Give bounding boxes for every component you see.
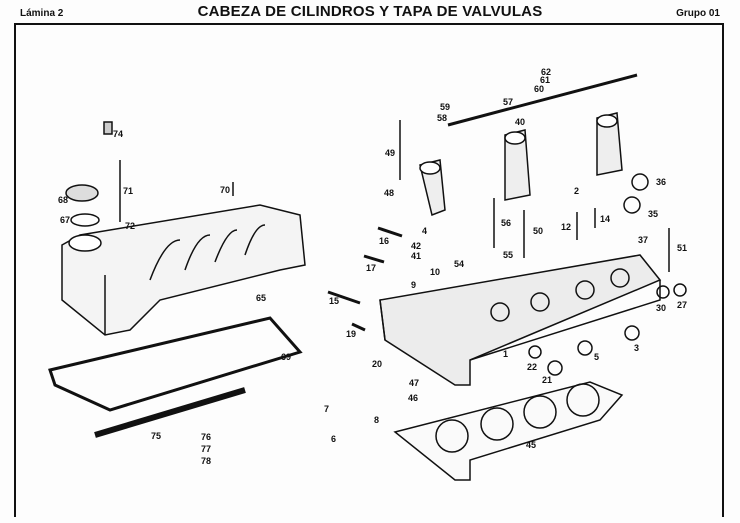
part-callout: 50 xyxy=(533,226,544,236)
plugs xyxy=(528,173,687,376)
part-callout: 40 xyxy=(515,117,526,127)
part-callout: 62 xyxy=(541,67,552,77)
part-callout: 35 xyxy=(648,209,659,219)
page-title: CABEZA DE CILINDROS Y TAPA DE VALVULAS xyxy=(197,3,543,20)
part-callout: 8 xyxy=(374,415,380,425)
part-callout: 36 xyxy=(656,177,667,187)
part-callout: 30 xyxy=(656,303,667,313)
valve-cover-gasket xyxy=(48,316,303,412)
part-callout: 14 xyxy=(600,214,611,224)
part-callout: 65 xyxy=(256,293,267,303)
part-callout: 51 xyxy=(677,243,688,253)
part-callout: 76 xyxy=(201,432,212,442)
part-callout: 22 xyxy=(527,362,538,372)
part-callout: 71 xyxy=(123,186,134,196)
part-callout: 59 xyxy=(440,102,451,112)
bolts xyxy=(103,121,234,222)
part-callout: 60 xyxy=(534,84,545,94)
sheet-number: Lámina 2 xyxy=(20,8,64,19)
valve-cover xyxy=(61,204,306,336)
part-callout: 67 xyxy=(60,215,71,225)
part-callout: 70 xyxy=(220,185,231,195)
part-callout: 61 xyxy=(540,75,551,85)
part-callout: 5 xyxy=(594,352,600,362)
diagram-frame xyxy=(14,23,724,517)
group-number: Grupo 01 xyxy=(676,8,720,19)
part-callout: 7 xyxy=(324,404,330,414)
camshaft-bearings xyxy=(419,112,623,217)
studs xyxy=(399,120,670,272)
part-callout: 15 xyxy=(329,296,340,306)
part-callout: 41 xyxy=(411,251,422,261)
part-callout: 45 xyxy=(526,440,537,450)
part-callout: 37 xyxy=(638,235,649,245)
rod-57 xyxy=(447,73,638,127)
part-callout: 42 xyxy=(411,241,422,251)
pins xyxy=(327,226,403,332)
part-callout: 9 xyxy=(411,280,417,290)
part-callout: 69 xyxy=(281,352,292,362)
part-callout: 68 xyxy=(58,195,69,205)
part-callout: 2 xyxy=(574,186,580,196)
part-callout: 17 xyxy=(366,263,377,273)
part-callout: 75 xyxy=(151,431,162,441)
oil-filler-cap xyxy=(65,184,100,227)
part-callout: 77 xyxy=(201,444,212,454)
part-callout: 27 xyxy=(677,300,688,310)
cylinder-head xyxy=(379,254,662,386)
shaft-75 xyxy=(94,387,246,438)
part-callout: 6 xyxy=(331,434,337,444)
part-callout: 3 xyxy=(634,343,640,353)
part-callout: 49 xyxy=(385,148,396,158)
part-callout: 47 xyxy=(409,378,420,388)
part-callout: 4 xyxy=(422,226,428,236)
part-callout: 54 xyxy=(454,259,465,269)
part-callout: 1 xyxy=(503,349,509,359)
part-callout: 10 xyxy=(430,267,441,277)
head-gasket xyxy=(393,381,624,481)
part-callout: 16 xyxy=(379,236,390,246)
part-callout: 72 xyxy=(125,221,136,231)
part-callout: 58 xyxy=(437,113,448,123)
part-callout: 56 xyxy=(501,218,512,228)
part-callout: 20 xyxy=(372,359,383,369)
part-callout: 46 xyxy=(408,393,419,403)
part-callout: 48 xyxy=(384,188,395,198)
part-callout: 21 xyxy=(542,375,553,385)
part-callout: 78 xyxy=(201,456,212,466)
part-callout: 57 xyxy=(503,97,514,107)
part-callout: 55 xyxy=(503,250,514,260)
part-callout: 12 xyxy=(561,222,572,232)
part-callout: 19 xyxy=(346,329,357,339)
part-callout: 74 xyxy=(113,129,124,139)
